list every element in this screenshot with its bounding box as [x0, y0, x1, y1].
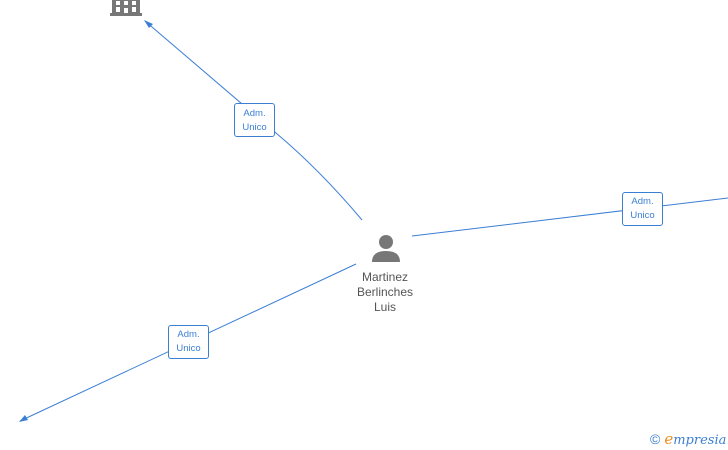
brand-logo-text: mpresia [673, 433, 727, 448]
arrow-bottom-left [19, 415, 28, 422]
edge-label-right: Adm. Unico [622, 192, 663, 226]
edge-label-line2: Unico [630, 210, 655, 221]
edge-label-bottom-left: Adm. Unico [168, 325, 209, 359]
edge-label-line1: Adm. [177, 329, 200, 340]
person-name-line2: Berlinches [356, 285, 414, 299]
arrow-top-left [144, 20, 153, 28]
building-windows [116, 1, 136, 13]
edge-label-line1: Adm. [243, 108, 266, 119]
edge-label-line2: Unico [242, 122, 267, 133]
edge-to-company-right [411, 197, 728, 237]
brand-watermark: ©empresia [650, 430, 726, 448]
edge-label-line2: Unico [176, 343, 201, 354]
person-icon[interactable] [372, 235, 400, 262]
edge-label-top-left: Adm. Unico [234, 103, 275, 137]
copyright-symbol: © [650, 431, 661, 447]
person-name-line1: Martinez [361, 270, 408, 284]
person-name-label[interactable]: Martinez Berlinches Luis [340, 270, 430, 315]
person-name-line3: Luis [373, 300, 396, 314]
edge-to-company-top-left [144, 20, 363, 221]
edge-label-line1: Adm. [631, 196, 654, 207]
brand-logo-e: e [664, 430, 674, 448]
